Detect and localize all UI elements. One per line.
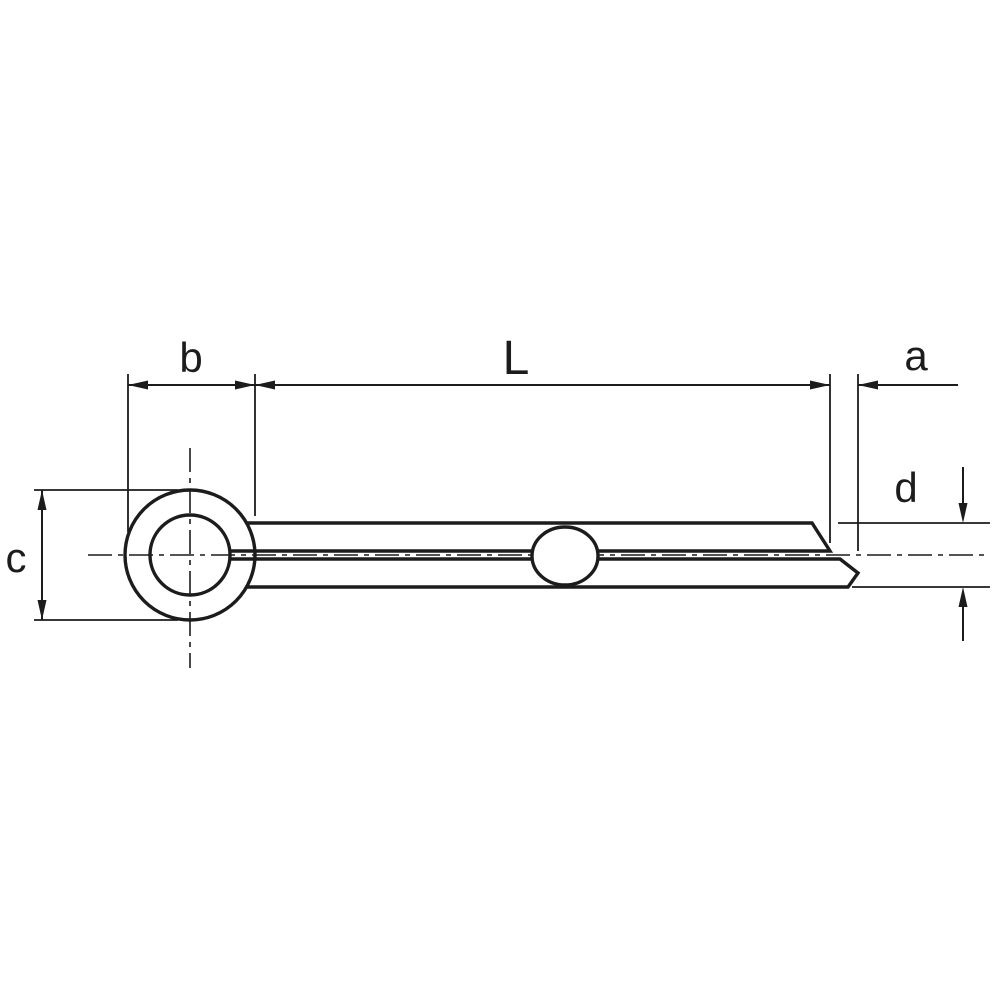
eye-inner-circle (148, 513, 232, 597)
cotter-pin-outline (123, 488, 861, 622)
cross-section-mask (532, 527, 598, 585)
extension-lines (34, 374, 990, 621)
arrowhead-L-right-icon (810, 380, 830, 390)
dim-label-d: d (894, 464, 917, 511)
arrowhead-c-bottom-icon (37, 600, 47, 620)
arrowhead-L-left-icon (255, 380, 275, 390)
arrowhead-a-icon (858, 380, 878, 390)
dimension-shank-length: L (255, 332, 830, 390)
dimension-tip-offset: a (858, 332, 958, 390)
arrowhead-b-right-icon (235, 380, 255, 390)
arrowhead-b-left-icon (128, 380, 148, 390)
arrowhead-c-top-icon (37, 490, 47, 510)
arrowhead-d-bottom-icon (958, 587, 968, 607)
centerlines (88, 448, 985, 668)
dim-label-L: L (503, 332, 530, 385)
dimension-eye-height: c (6, 490, 47, 620)
eye-outer-circle (123, 488, 257, 622)
dim-label-c: c (6, 534, 27, 581)
dim-label-a: a (904, 332, 928, 379)
cross-section-hatch (530, 525, 600, 587)
dim-label-b: b (179, 334, 202, 381)
arrowhead-d-top-icon (958, 503, 968, 523)
upper-prong (230, 521, 834, 553)
lower-prong (230, 557, 861, 589)
dimension-eye-width: b (128, 334, 255, 390)
dimension-pin-diameter: d (894, 464, 968, 641)
